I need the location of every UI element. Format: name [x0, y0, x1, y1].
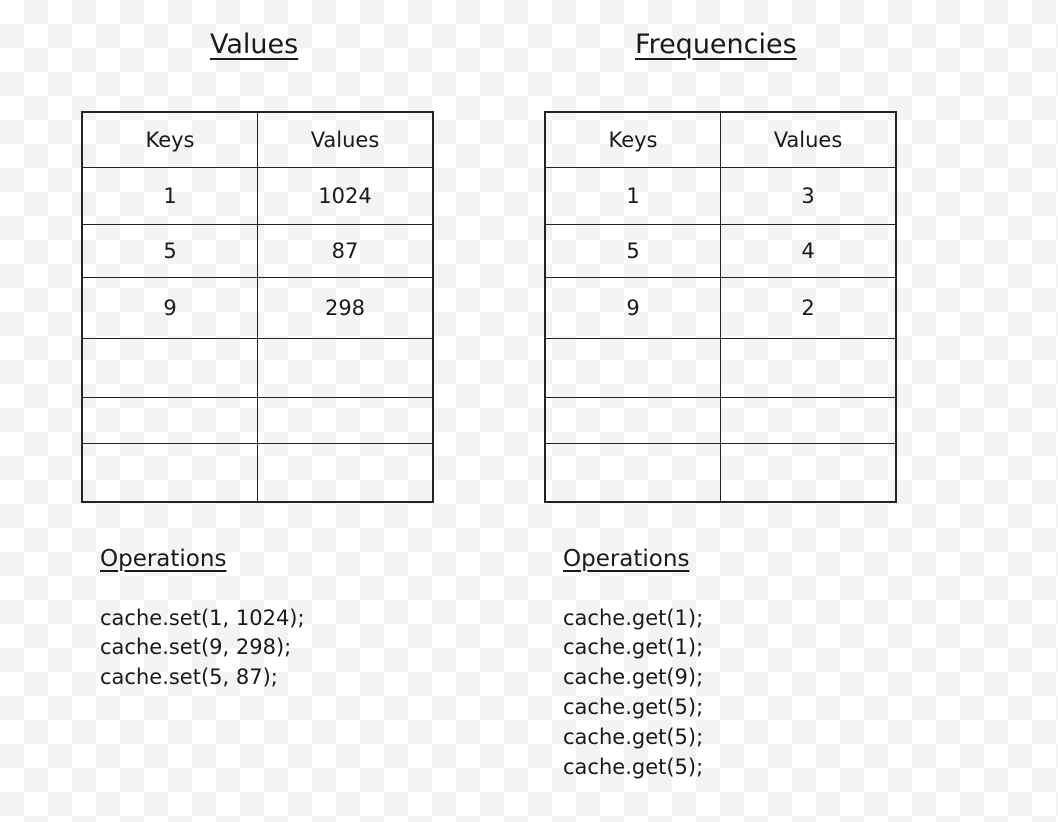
- table-row: 5 4: [544, 224, 897, 278]
- key-cell: [544, 443, 721, 503]
- value-cell: 2: [720, 277, 897, 339]
- operation-line: cache.get(5);: [563, 694, 704, 719]
- table-row: [544, 443, 897, 503]
- table-header-row: Keys Values: [81, 111, 434, 168]
- key-cell: 5: [544, 224, 721, 278]
- value-cell: 3: [720, 167, 897, 225]
- value-cell: [257, 443, 434, 503]
- header-values: Values: [257, 111, 434, 168]
- operation-line: cache.set(9, 298);: [100, 635, 292, 660]
- key-cell: 9: [544, 277, 721, 339]
- table-row: [81, 397, 434, 444]
- operation-line: cache.get(1);: [563, 635, 704, 660]
- table-header-row: Keys Values: [544, 111, 897, 168]
- value-cell: [257, 338, 434, 398]
- table-row: 5 87: [81, 224, 434, 278]
- value-cell: 4: [720, 224, 897, 278]
- frequencies-title: Frequencies: [635, 29, 797, 60]
- header-values: Values: [720, 111, 897, 168]
- header-keys: Keys: [544, 111, 721, 168]
- set-operations: Operations cache.set(1, 1024); cache.set…: [100, 546, 305, 693]
- operation-line: cache.set(1, 1024);: [100, 605, 305, 630]
- operations-label: Operations: [100, 546, 227, 572]
- key-cell: [81, 397, 258, 444]
- values-table: Keys Values 1 1024 5 87 9 298: [81, 111, 434, 503]
- table-row: 9 298: [81, 277, 434, 339]
- value-cell: [720, 338, 897, 398]
- table-row: 1 1024: [81, 167, 434, 225]
- get-operations: Operations cache.get(1); cache.get(1); c…: [563, 546, 703, 782]
- header-keys: Keys: [81, 111, 258, 168]
- key-cell: [81, 443, 258, 503]
- table-row: [81, 443, 434, 503]
- key-cell: [81, 338, 258, 398]
- table-row: [81, 338, 434, 398]
- value-cell: [257, 397, 434, 444]
- frequencies-table: Keys Values 1 3 5 4 9 2: [544, 111, 897, 503]
- value-cell: 87: [257, 224, 434, 278]
- operation-line: cache.get(5);: [563, 724, 704, 749]
- values-title: Values: [210, 29, 299, 60]
- value-cell: 1024: [257, 167, 434, 225]
- key-cell: [544, 338, 721, 398]
- table-row: [544, 338, 897, 398]
- operation-line: cache.get(5);: [563, 754, 704, 779]
- table-row: 9 2: [544, 277, 897, 339]
- operation-line: cache.get(1);: [563, 605, 704, 630]
- key-cell: [544, 397, 721, 444]
- key-cell: 1: [544, 167, 721, 225]
- operation-line: cache.set(5, 87);: [100, 665, 278, 690]
- value-cell: [720, 443, 897, 503]
- operations-label: Operations: [563, 546, 690, 572]
- value-cell: 298: [257, 277, 434, 339]
- key-cell: 1: [81, 167, 258, 225]
- key-cell: 5: [81, 224, 258, 278]
- value-cell: [720, 397, 897, 444]
- key-cell: 9: [81, 277, 258, 339]
- table-row: 1 3: [544, 167, 897, 225]
- operation-line: cache.get(9);: [563, 665, 704, 690]
- table-row: [544, 397, 897, 444]
